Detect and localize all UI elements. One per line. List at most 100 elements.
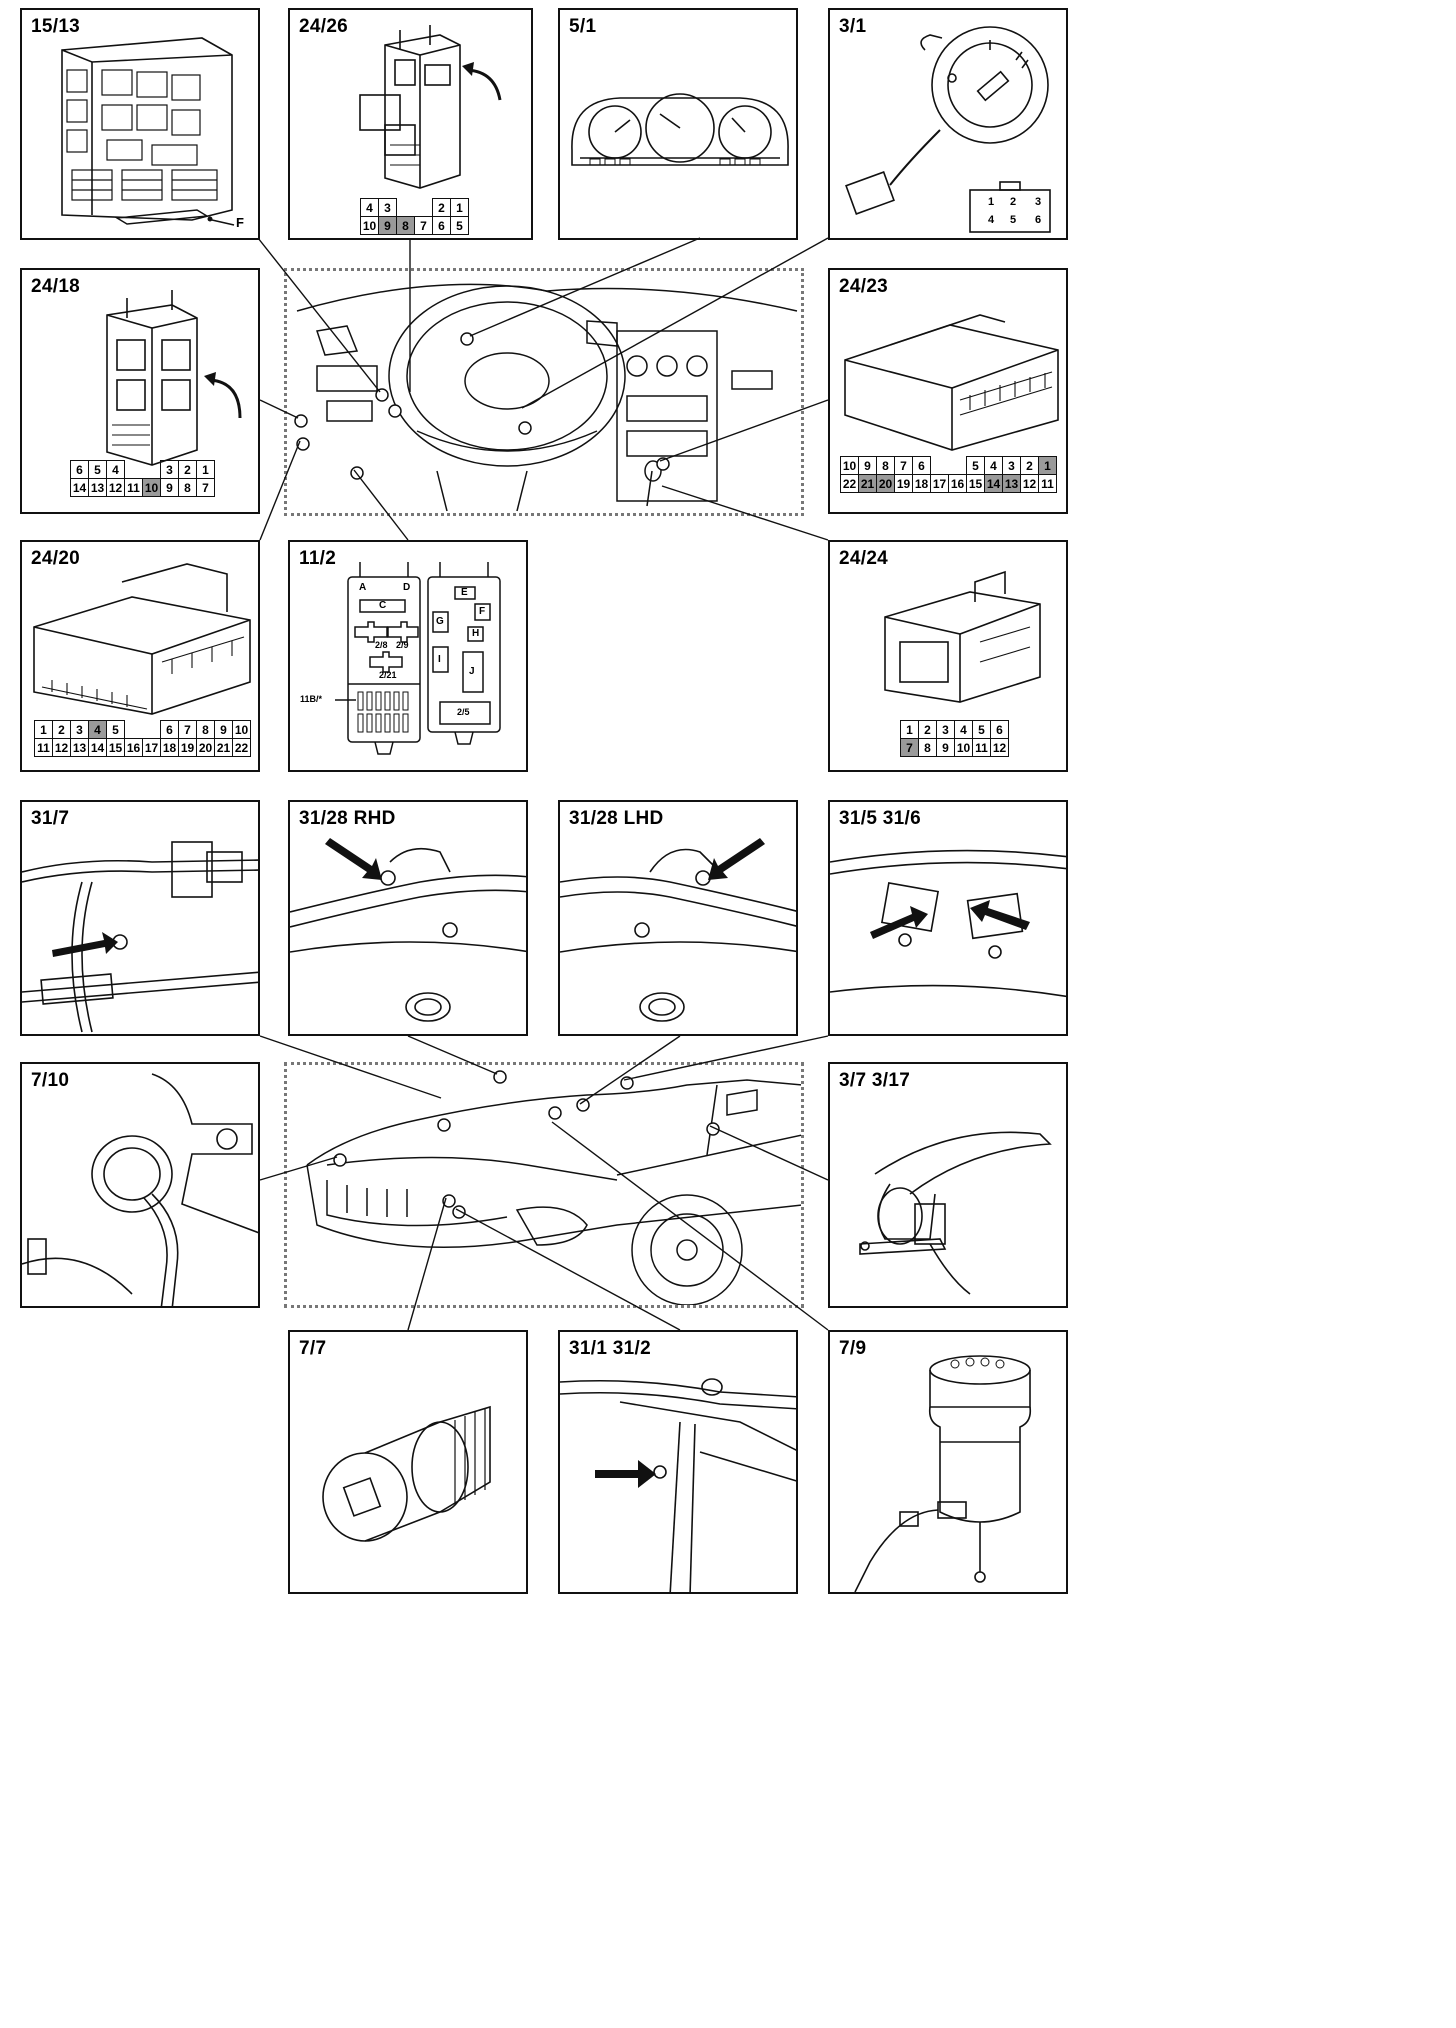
pin-6: 6 [1035, 214, 1042, 226]
pin-cell: 22 [232, 738, 251, 757]
panel-label: 3/1 [839, 16, 867, 37]
mark-j: J [469, 666, 475, 677]
pin-cell: 6 [990, 720, 1009, 739]
pin-cell: 11 [34, 738, 53, 757]
pin-cell: 20 [196, 738, 215, 757]
pin-cell: 5 [450, 216, 469, 235]
pin-4: 4 [988, 214, 995, 226]
pin-cell: 5 [966, 456, 985, 475]
panel-3-1: 3/1 1 2 3 4 5 6 [828, 8, 1068, 240]
central-electronic-module-drawing [61, 37, 235, 226]
pin-cell: 6 [70, 460, 89, 479]
pin-cell: 14 [70, 478, 89, 497]
panel-label: 3/7 3/17 [839, 1070, 911, 1091]
mark-2-8: 2/8 [375, 640, 388, 650]
pin-cell: 11 [124, 478, 143, 497]
mark-c: C [379, 600, 387, 611]
panel-31-28-lhd: 31/28 LHD [558, 800, 798, 1036]
pin-cell [931, 457, 949, 475]
pin-cell: 6 [160, 720, 179, 739]
mark-a: A [359, 582, 367, 593]
panel-label: 7/7 [299, 1338, 327, 1359]
pin-cell: 17 [930, 474, 949, 493]
pin-cell: 2 [432, 198, 451, 217]
panel-label: 31/7 [31, 808, 70, 829]
pin-cell [143, 721, 161, 739]
pin-cell [125, 461, 143, 479]
pin-cell: 4 [360, 198, 379, 217]
pin-cell: 1 [196, 460, 215, 479]
pin-cell: 17 [142, 738, 161, 757]
pin-cell: 7 [894, 456, 913, 475]
panel-label: 5/1 [569, 16, 597, 37]
pin-cell: 18 [160, 738, 179, 757]
pin-cell: 10 [142, 478, 161, 497]
panel-11-2: 11/2 A D C E F G H I J 2/8 [288, 540, 528, 772]
mark-2-9: 2/9 [396, 640, 409, 650]
car-overview [284, 1062, 804, 1308]
pin-cell: 12 [52, 738, 71, 757]
pin-cell: 12 [106, 478, 125, 497]
pin-1: 1 [988, 196, 995, 208]
pin-cell: 1 [1038, 456, 1057, 475]
pin-cell: 13 [88, 478, 107, 497]
pin-cell: 12 [990, 738, 1009, 757]
pin-cell: 3 [378, 198, 397, 217]
pin-cell: 3 [1002, 456, 1021, 475]
pin-cell: 11 [972, 738, 991, 757]
panel-31-5-31-6: 31/5 31/6 [828, 800, 1068, 1036]
pin-cell: 1 [450, 198, 469, 217]
pin-cell: 9 [160, 478, 179, 497]
pin-cell: 8 [178, 478, 197, 497]
pin-cell: 13 [1002, 474, 1021, 493]
pin-cell: 4 [954, 720, 973, 739]
panel-3-7-3-17: 3/7 3/17 [828, 1062, 1068, 1308]
pin-cell: 5 [88, 460, 107, 479]
sensor-drawing [22, 1073, 258, 1306]
pin-cell: 2 [52, 720, 71, 739]
ground-point-drawing [22, 841, 258, 1033]
pin-cell: 10 [360, 216, 379, 235]
panel-label: 11/2 [299, 548, 337, 569]
mark-d: D [403, 582, 411, 593]
callout-f: F [236, 215, 244, 230]
pin-cell: 3 [160, 460, 179, 479]
dashboard-overview [284, 268, 804, 516]
panel-label: 7/9 [839, 1338, 867, 1359]
pin-cell: 15 [966, 474, 985, 493]
pin-cell: 9 [936, 738, 955, 757]
ground-point-drawing [560, 1378, 796, 1592]
pin-cell: 1 [900, 720, 919, 739]
pin-cell [415, 199, 433, 217]
mark-e: E [461, 587, 468, 598]
pin-cell: 3 [936, 720, 955, 739]
connector-face-3-1 [969, 181, 1051, 233]
panel-label: 24/18 [31, 276, 81, 297]
pin-cell: 21 [214, 738, 233, 757]
mark-2-21: 2/21 [379, 670, 397, 680]
panel-7-7: 7/7 [288, 1330, 528, 1594]
panel-label: 31/1 31/2 [569, 1338, 651, 1359]
panel-label: 31/28 RHD [299, 808, 396, 829]
panel-label: 24/26 [299, 16, 349, 37]
pin-cell: 8 [876, 456, 895, 475]
pin-cell: 10 [840, 456, 859, 475]
pin-cell: 9 [378, 216, 397, 235]
panel-label: 7/10 [31, 1070, 70, 1091]
panel-31-1-31-2: 31/1 31/2 [558, 1330, 798, 1594]
pin-cell: 8 [918, 738, 937, 757]
pin-cell: 2 [918, 720, 937, 739]
pin-cell: 9 [858, 456, 877, 475]
panel-5-1: 5/1 [558, 8, 798, 240]
pin-cell: 1 [34, 720, 53, 739]
pin-cell: 5 [106, 720, 125, 739]
